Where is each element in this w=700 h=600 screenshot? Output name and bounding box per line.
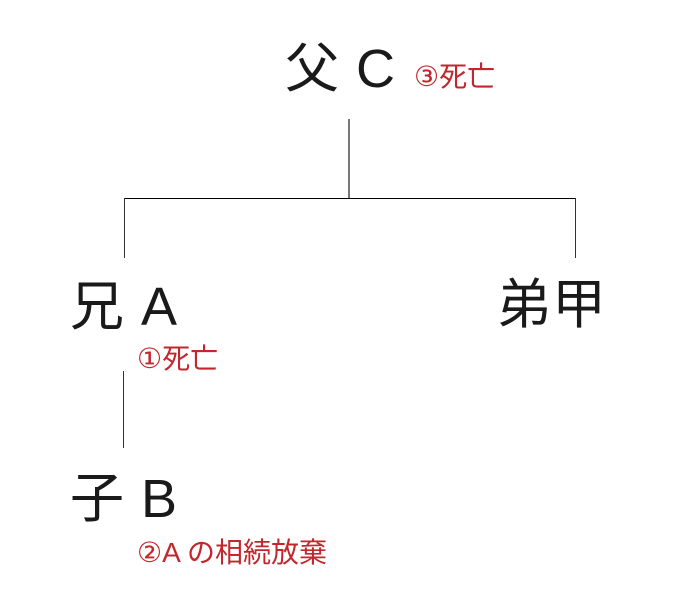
connector-brother-to-child	[123, 371, 124, 448]
connector-sibling-horizontal-bar	[124, 198, 576, 199]
annotation-father-death: ③死亡	[414, 61, 496, 92]
node-younger-brother-label: 弟甲	[497, 275, 607, 335]
connector-drop-to-younger-brother	[575, 198, 576, 258]
connector-father-to-children	[348, 119, 350, 198]
annotation-brother-death: ①死亡	[137, 343, 219, 374]
connector-drop-to-brother	[124, 198, 125, 258]
node-child-label: 子 B	[70, 469, 179, 529]
node-father-label: 父 C	[285, 39, 396, 99]
annotation-child-renunciation: ②A の相続放棄	[137, 537, 328, 568]
node-brother-label: 兄 A	[70, 277, 179, 337]
